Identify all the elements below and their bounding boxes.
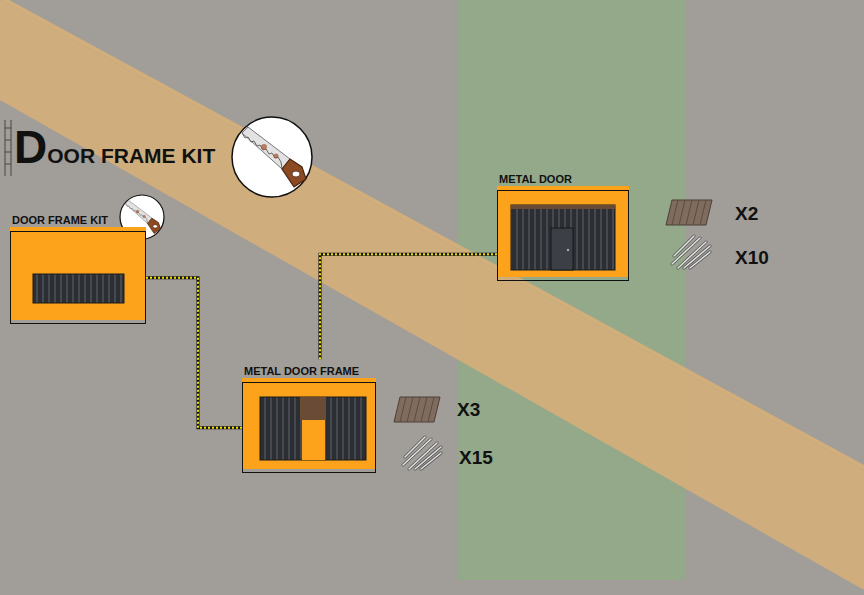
part-heading: DOOR FRAME KIT: [10, 214, 108, 228]
dotted-connector: [320, 254, 497, 359]
part-heading: METAL DOOR: [497, 173, 572, 187]
dotted-connector: [146, 278, 242, 428]
quantity-label: X15: [459, 447, 493, 470]
connector-base: [146, 278, 242, 428]
connector-dots: [320, 254, 497, 359]
quantity-label: X3: [457, 399, 480, 422]
diagram-title: DOOR FRAME KIT: [14, 124, 215, 170]
connector-base: [320, 254, 497, 359]
part-heading: METAL DOOR FRAME: [242, 365, 359, 379]
part-node: DOOR FRAME KIT: [10, 210, 146, 324]
part-node: METAL DOOR FRAME: [242, 361, 376, 473]
part-box: [10, 231, 146, 324]
quantity-label: X2: [735, 203, 758, 226]
part-box: [497, 190, 629, 281]
quantity-label: X10: [735, 247, 769, 270]
part-box: [242, 382, 376, 473]
connector-dots: [146, 278, 242, 428]
part-node: METAL DOOR: [497, 169, 629, 281]
